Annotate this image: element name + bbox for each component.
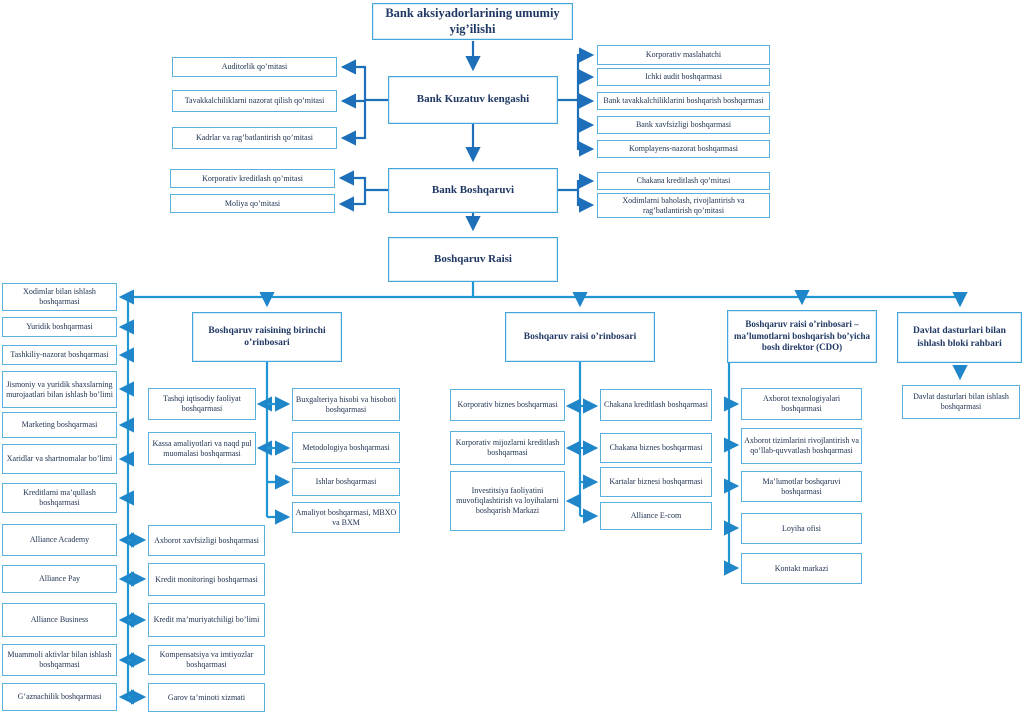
org-node-alliance-business: Alliance Business [2,603,117,637]
org-node-corporate-credit-committee: Korporativ kreditlash qo’mitasi [170,169,335,188]
org-node-finance-committee: Moliya qo’mitasi [170,194,335,213]
org-node-deputy-chairman: Boshqaruv raisi o’rinbosari [505,312,655,362]
org-node-distressed-assets-dept: Muammoli aktivlar bilan ishlash boshqarm… [2,644,117,676]
org-node-project-office: Loyiha ofisi [741,513,862,544]
org-node-corporate-advisor: Korporativ maslahatchi [597,45,770,65]
org-node-works-dept: Ishlar boshqarmasi [292,468,400,496]
org-node-compensation-dept: Kompensatsiya va imtiyozlar boshqarmasi [148,645,265,675]
org-node-alliance-pay: Alliance Pay [2,565,117,593]
org-node-hr-incentive-committee: Kadrlar va rag’batlantirish qo’mitasi [172,127,337,149]
org-node-retail-business-dept: Chakana biznes boshqarmasi [600,433,712,463]
org-node-staff-dept: Xodimlar bilan ishlash boshqarmasi [2,283,117,311]
org-node-bank-security: Bank xavfsizligi boshqarmasi [597,116,770,134]
org-node-methodology-dept: Metodologiya boshqarmasi [292,432,400,463]
org-node-audit-committee: Auditorlik qo’mitasi [172,57,337,77]
org-node-retail-credit-dept: Chakana kreditlash boshqarmasi [600,389,712,421]
org-node-procurement-dept: Xaridlar va shartnomalar bo’limi [2,444,117,474]
org-node-treasury-dept: G’aznachilik boshqarmasi [2,683,117,711]
org-node-staff-evaluation-committee: Xodimlarni baholash, rivojlantirish va r… [597,193,770,218]
org-node-first-deputy-chairman: Boshqaruv raisining birinchi o’rinbosari [192,312,342,362]
org-node-collateral-service: Garov ta’minoti xizmati [148,683,265,712]
org-node-credit-admin-dept: Kredit ma’muriyatchiligi bo’limi [148,603,265,637]
org-node-accounting-dept: Buxgalteriya hisobi va hisoboti boshqarm… [292,388,400,421]
org-node-credit-approval-dept: Kreditlarni ma’qullash boshqarmasi [2,483,117,513]
org-node-marketing-dept: Marketing boshqarmasi [2,412,117,438]
org-node-it-dept: Axborot texnologiyalari boshqarmasi [741,388,862,420]
org-node-legal-dept: Yuridik boshqarmasi [2,317,117,337]
org-node-compliance-control: Komplayens-nazorat boshqarmasi [597,140,770,158]
org-node-corporate-business-dept: Korporativ biznes boshqarmasi [450,389,565,421]
org-node-corporate-lending-dept: Korporativ mijozlarni kreditlash boshqar… [450,431,565,465]
org-node-cdo: Boshqaruv raisi o’rinbosari – ma’lumotla… [727,310,877,363]
org-node-internal-audit: Ichki audit boshqarmasi [597,68,770,86]
org-node-appeals-dept: Jismoniy va yuridik shaxslarning murojaa… [2,371,117,408]
org-node-credit-monitoring-dept: Kredit monitoringi boshqarmasi [148,563,265,596]
org-node-info-security-dept: Axborot xavfsizligi boshqarmasi [148,525,265,556]
org-node-alliance-ecom: Alliance E-com [600,502,712,530]
org-node-contact-center: Kontakt markazi [741,553,862,584]
org-node-risk-management: Bank tavakkalchiliklarini boshqarish bos… [597,92,770,110]
org-node-data-management-dept: Ma’lumotlar boshqaruvi boshqarmasi [741,471,862,502]
org-node-cards-business-dept: Kartalar biznesi boshqarmasi [600,467,712,497]
org-node-risk-control-committee: Tavakkalchiliklarni nazorat qilish qo’mi… [172,90,337,112]
org-node-org-control-dept: Tashkiliy-nazorat boshqarmasi [2,345,117,365]
org-node-shareholders-meeting: Bank aksiyadorlarining umumiy yig’ilishi [372,3,573,40]
org-node-alliance-academy: Alliance Academy [2,524,117,556]
org-node-gov-programs-head: Davlat dasturlari bilan ishlash bloki ra… [897,312,1022,363]
org-node-management-board: Bank Boshqaruvi [388,168,558,213]
org-node-operations-dept: Amaliyot boshqarmasi, MBXO va BXM [292,502,400,533]
org-node-info-systems-dept: Axborot tizimlarini rivojlantirish va qo… [741,428,862,464]
org-node-retail-credit-committee: Chakana kreditlash qo’mitasi [597,172,770,190]
org-node-gov-programs-dept: Davlat dasturlari bilan ishlash boshqarm… [902,385,1020,419]
org-node-supervisory-board: Bank Kuzatuv kengashi [388,76,558,124]
org-node-foreign-economic-dept: Tashqi iqtisodiy faoliyat boshqarmasi [148,388,256,420]
org-node-cash-operations-dept: Kassa amaliyotlari va naqd pul muomalasi… [148,432,256,465]
org-node-chairman: Boshqaruv Raisi [388,237,558,282]
org-node-investment-center: Investitsiya faoliyatini muvofiqlashtiri… [450,471,565,531]
